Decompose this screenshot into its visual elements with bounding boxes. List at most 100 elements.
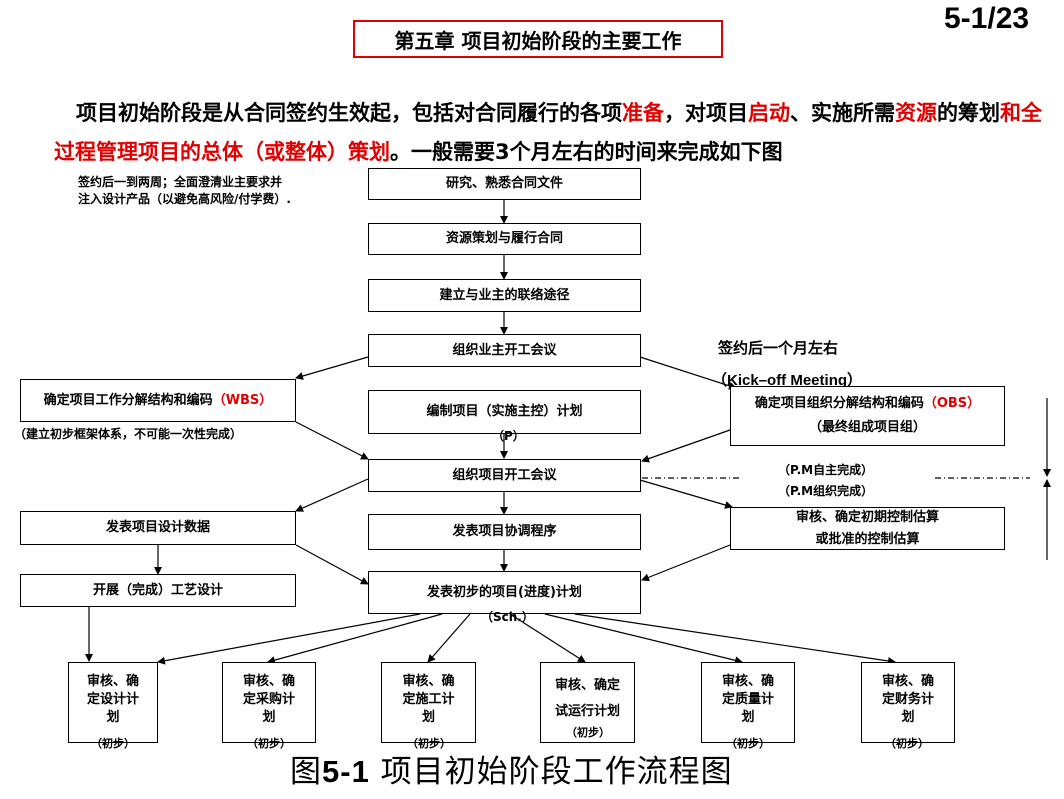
intro-text: 。一般需要3个月左右的时间来完成如下图 <box>390 140 783 164</box>
box-owner-liaison: 建立与业主的联络途径 <box>368 279 641 312</box>
box-label: 组织业主开工会议 <box>452 342 557 358</box>
box-label: 资源策划与履行合同 <box>445 231 563 246</box>
box-label: 划 <box>262 710 276 725</box>
box-wbs: 确定项目工作分解结构和编码（WBS） <box>20 379 296 422</box>
box-project-kickoff: 组织项目开工会议 <box>368 459 641 492</box>
box-owner-kickoff: 组织业主开工会议 <box>368 334 641 367</box>
box-label: 审核、确定初期控制估算 <box>795 509 939 525</box>
box-label: 试运行计划 <box>554 704 620 719</box>
schedule-code: （Sch.） <box>481 610 534 624</box>
arrow-schedule-bottom2 <box>267 613 443 664</box>
box-commissioning-plan: 审核、确定 试运行计划 <box>540 662 635 743</box>
box-label: 审核、确 <box>721 674 774 689</box>
arrow-ownerkickoff-wbs <box>295 356 369 380</box>
obs-code: （OBS） <box>923 396 981 411</box>
box-construction-plan: 审核、确 定施工计 划 <box>381 662 476 743</box>
caption-text: 项目初始阶段工作流程图 <box>369 754 733 790</box>
box-label: 发表项目设计数据 <box>105 520 210 535</box>
box-label: 审核、确 <box>86 674 139 689</box>
note-pm-self: （P.M自主完成） <box>778 463 874 477</box>
box-label: 研究、熟悉合同文件 <box>445 176 563 191</box>
box-study-contract: 研究、熟悉合同文件 <box>368 168 641 200</box>
box-quality-plan: 审核、确 定质量计 划 <box>701 662 795 743</box>
tag-preliminary: （初步） <box>885 737 929 750</box>
note-wbs: （建立初步框架体系，不可能一次性完成） <box>14 427 243 441</box>
caption-prefix: 图 <box>290 754 322 790</box>
box-label: 划 <box>741 710 755 725</box>
box-control-estimate: 审核、确定初期控制估算 或批准的控制估算 <box>730 507 1005 550</box>
intro-highlight: 和全过程管理项目的总体（或整体）策划 <box>54 101 1042 164</box>
box-label: 开展（完成）工艺设计 <box>92 582 223 598</box>
intro-text: 项目初始阶段是从合同签约生效起，包括对合同履行的各项 <box>76 101 622 125</box>
box-label: 定财务计 <box>881 692 934 707</box>
box-design-plan: 审核、确 定设计计 划 <box>68 662 158 743</box>
figure-caption: 图5-1 项目初始阶段工作流程图 <box>290 746 733 791</box>
caption-number: 5-1 <box>322 754 370 789</box>
box-label: 确定项目工作分解结构和编码（WBS） <box>44 392 273 410</box>
tag-preliminary: （初步） <box>247 737 291 750</box>
tag-preliminary: （初步） <box>91 737 135 750</box>
intro-highlight: 准备 <box>622 101 664 125</box>
obs-note: （最终组成项目组） <box>808 420 926 435</box>
tag-preliminary: （初步） <box>726 737 770 750</box>
box-label: 划 <box>106 710 120 725</box>
arrow-ownerkickoff-obs <box>639 356 737 390</box>
wbs-text: 确定项目工作分解结构和编码 <box>43 392 213 408</box>
box-label: 审核、确 <box>402 674 455 689</box>
box-label: 定施工计 <box>402 692 455 707</box>
arrow-schedule-bottom6 <box>574 613 896 665</box>
intro-highlight: 资源 <box>895 101 937 125</box>
box-procurement-plan: 审核、确 定采购计 划 <box>222 662 316 743</box>
note-line: 签约后一到两周；全面澄清业主要求并 <box>78 175 283 189</box>
box-label: 确定项目组织分解结构和编码（OBS） <box>755 395 980 413</box>
chapter-title: 第五章 项目初始阶段的主要工作 <box>353 20 723 58</box>
wbs-code: （WBS） <box>212 392 273 408</box>
box-label: 划 <box>421 710 435 725</box>
box-label: 划 <box>901 710 915 725</box>
arrow-schedule-bottom1 <box>157 613 421 665</box>
box-resource-planning: 资源策划与履行合同 <box>368 223 641 255</box>
box-label: 建立与业主的联络途径 <box>439 287 570 303</box>
arrow-estimate-schedule <box>641 544 731 582</box>
intro-text: 、实施所需 <box>790 101 895 125</box>
obs-text: 确定项目组织分解结构和编码 <box>754 396 924 411</box>
arrow-schedule-bottom3 <box>427 613 471 663</box>
arrow-projectkickoff-estimate <box>639 479 733 509</box>
box-label: 组织项目开工会议 <box>452 467 557 483</box>
box-label: 审核、确 <box>242 674 295 689</box>
intro-highlight: 启动 <box>748 101 790 125</box>
box-label: 或批准的控制估算 <box>815 531 920 547</box>
box-coord-procedure: 发表项目协调程序 <box>368 514 641 550</box>
note-pm-org: （P.M组织完成） <box>778 484 874 498</box>
box-label: 发表初步的项目(进度)计划 <box>427 584 582 600</box>
note-one-month: 签约后一个月左右 <box>718 339 839 357</box>
arrow-obs-projectkickoff <box>641 429 731 463</box>
intro-text: 的筹划 <box>937 101 1000 125</box>
box-master-plan: 编制项目（实施主控）计划 <box>368 390 641 434</box>
box-label: 审核、确定 <box>554 678 620 693</box>
box-label: 定质量计 <box>721 692 774 707</box>
box-label: 定采购计 <box>242 692 295 707</box>
box-process-design: 开展（完成）工艺设计 <box>20 574 296 607</box>
note-kickoff-meeting: （Kick–off Meeting） <box>712 372 863 389</box>
plan-code: （P） <box>492 429 525 443</box>
arrow-schedule-bottom5 <box>544 613 743 665</box>
box-obs: 确定项目组织分解结构和编码（OBS） （最终组成项目组） <box>730 386 1005 446</box>
box-label: 定设计计 <box>86 692 139 707</box>
box-label: 审核、确 <box>881 674 934 689</box>
box-design-data: 发表项目设计数据 <box>20 511 296 545</box>
arrow-designdata-schedule <box>295 544 369 585</box>
note-line: 注入设计产品（以避免高风险/付学费）. <box>78 192 291 206</box>
box-label: 发表项目协调程序 <box>452 524 557 539</box>
arrow-projectkickoff-designdata <box>295 478 369 512</box>
arrow-wbs-projectkickoff <box>295 421 369 460</box>
arrow-schedule-bottom4 <box>509 613 586 663</box>
page-number: 5-1/23 <box>944 2 1030 35</box>
intro-paragraph: 项目初始阶段是从合同签约生效起，包括对合同履行的各项准备，对项目启动、实施所需资… <box>54 94 1044 172</box>
box-finance-plan: 审核、确 定财务计 划 <box>861 662 955 743</box>
box-label: 编制项目（实施主控）计划 <box>426 404 583 419</box>
intro-text: ，对项目 <box>664 101 748 125</box>
note-top-left: 签约后一到两周；全面澄清业主要求并 注入设计产品（以避免高风险/付学费）. <box>78 174 291 208</box>
tag-preliminary: （初步） <box>407 737 451 750</box>
